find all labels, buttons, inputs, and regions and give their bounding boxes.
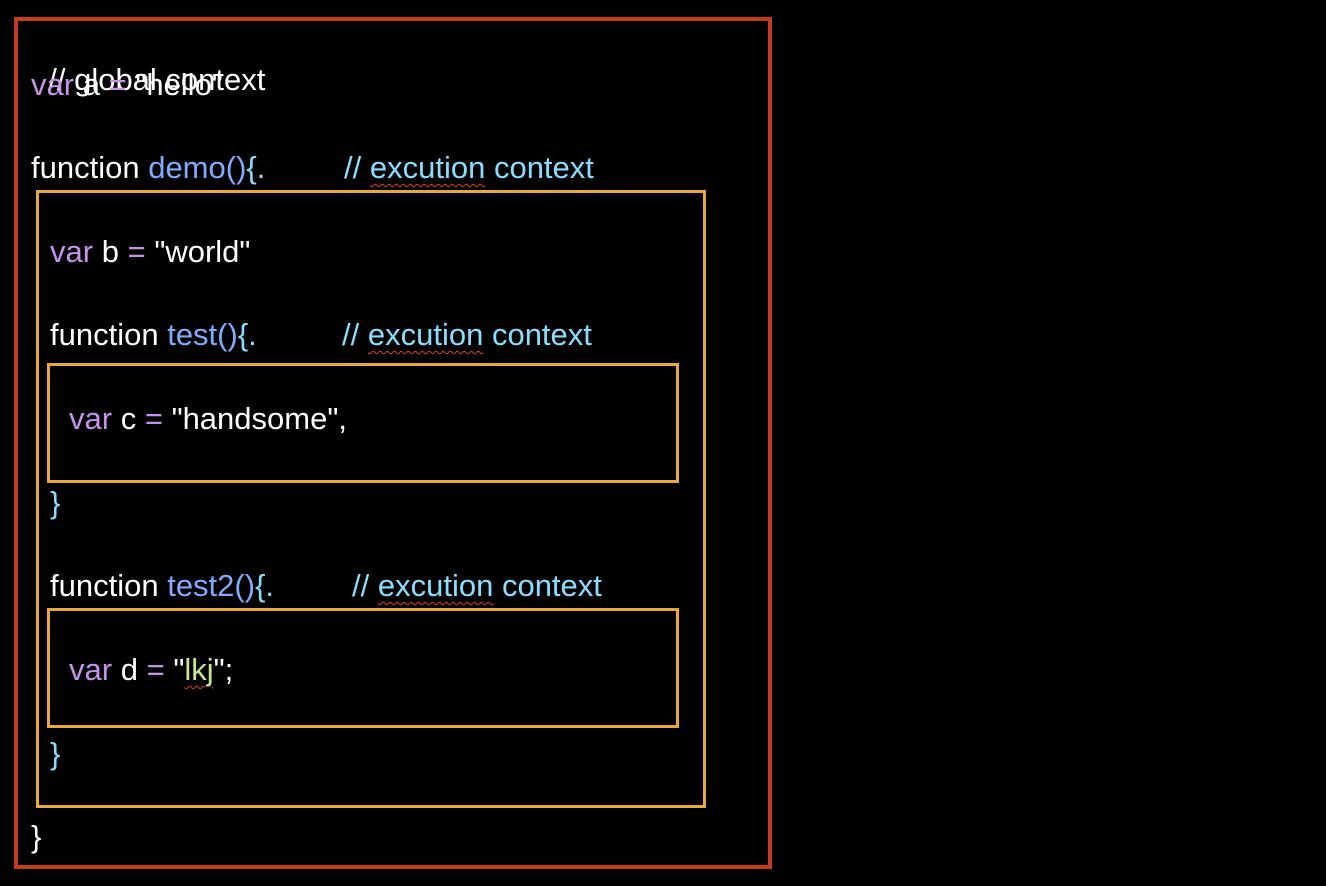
line-function-test2: function test2(){. <box>50 568 274 604</box>
assign-operator: = <box>127 234 146 269</box>
string-value: "hello" <box>135 67 223 102</box>
comment-slashes: // <box>344 150 362 185</box>
variable-name: d <box>120 652 138 687</box>
assign-operator: = <box>146 652 165 687</box>
line-var-d: var d = "lkj"; <box>69 652 233 688</box>
open-brace: {. <box>237 317 257 352</box>
demo-execution-context-box <box>36 190 706 808</box>
string-quote-close: "; <box>213 652 234 687</box>
variable-name: c <box>120 401 137 436</box>
comment-slashes: // <box>352 568 370 603</box>
assign-operator: = <box>144 401 163 436</box>
keyword-var: var <box>50 234 94 269</box>
test2-close-brace: } <box>50 736 61 771</box>
test2-execution-comment: // excution context <box>352 568 602 604</box>
line-var-a: var a = "hello" <box>31 67 223 103</box>
string-value: "world" <box>154 234 251 269</box>
global-comment-text: // global context <box>48 62 266 97</box>
keyword-function: function <box>50 317 159 352</box>
global-context-box <box>14 17 772 869</box>
test-execution-comment: // excution context <box>342 317 592 353</box>
open-brace: {. <box>255 568 275 603</box>
function-name: test2 <box>167 568 235 603</box>
test-close-brace: } <box>50 485 61 520</box>
comment-word-excution: excution <box>377 568 494 603</box>
function-parens: () <box>225 150 247 185</box>
keyword-function: function <box>31 150 140 185</box>
line-function-demo: function demo(){. <box>31 150 265 186</box>
open-brace: {. <box>246 150 266 185</box>
test2-execution-context-box <box>47 608 679 728</box>
comment-word-context: context <box>493 150 594 185</box>
string-value: "handsome", <box>171 401 347 436</box>
demo-execution-comment: // excution context <box>344 150 594 186</box>
keyword-var: var <box>69 652 113 687</box>
string-value: lkj <box>184 652 214 687</box>
line-function-test: function test(){. <box>50 317 257 353</box>
line-var-b: var b = "world" <box>50 234 250 270</box>
assign-operator: = <box>108 67 127 102</box>
function-name: test <box>167 317 218 352</box>
variable-name: b <box>101 234 119 269</box>
demo-close-brace: } <box>31 819 42 854</box>
comment-word-context: context <box>501 568 602 603</box>
comment-word-excution: excution <box>367 317 484 352</box>
function-name: demo <box>148 150 226 185</box>
function-parens: () <box>217 317 238 352</box>
global-comment: // global context <box>31 26 265 97</box>
function-parens: () <box>234 568 256 603</box>
keyword-var: var <box>69 401 113 436</box>
comment-slashes: // <box>342 317 360 352</box>
keyword-function: function <box>50 568 159 603</box>
comment-word-context: context <box>491 317 592 352</box>
test-execution-context-box <box>47 363 679 483</box>
keyword-var: var <box>31 67 75 102</box>
variable-name: a <box>82 67 100 102</box>
string-quote-open: " <box>173 652 185 687</box>
comment-word-excution: excution <box>369 150 486 185</box>
line-var-c: var c = "handsome", <box>69 401 347 437</box>
